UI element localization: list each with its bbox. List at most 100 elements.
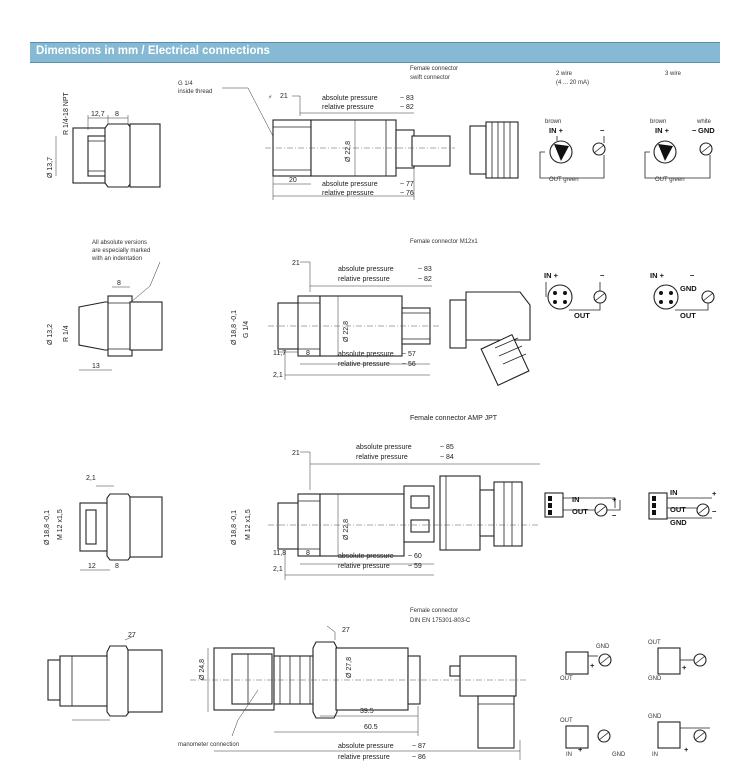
note-line-2: are especially marked: [92, 248, 150, 254]
diameter-13-2: Ø 13,2: [47, 324, 54, 345]
rel-label-top: relative pressure: [338, 276, 390, 283]
row2-side-view: All absolute versions are especially mar…: [47, 240, 163, 371]
rel-bottom-value: ~ 56: [402, 361, 416, 368]
rel-value: ~ 86: [412, 754, 426, 761]
wire3-in: IN: [670, 488, 678, 497]
wire3-minus: −: [712, 507, 717, 516]
thread-r14: R 1/4: [63, 325, 70, 342]
wrench-27: 27: [342, 627, 350, 634]
wire2-out: OUT: [574, 311, 590, 320]
rel-top-value: ~ 84: [440, 454, 454, 461]
dim-60-5: 60.5: [364, 724, 378, 731]
wire3-plus: +: [712, 489, 717, 498]
dim-13: 13: [92, 363, 100, 370]
wrench-icon: ⚡: [268, 94, 272, 101]
row4-wiring: GND OUT + OUT GND + OUT IN GND + GND: [560, 640, 710, 758]
diameter-13-7: Ø 13,7: [47, 157, 54, 178]
wire3-brown: brown: [650, 119, 666, 125]
inside-thread-label: inside thread: [178, 89, 212, 95]
wrench-21: 21: [280, 93, 288, 100]
wire3-white: white: [696, 119, 712, 125]
din4-plus: +: [684, 745, 689, 754]
rel-label-bottom: relative pressure: [338, 563, 390, 570]
abs-label: absolute pressure: [338, 743, 394, 750]
wire3-minus: −: [692, 126, 697, 135]
abs-label-top: absolute pressure: [322, 95, 378, 102]
note-line-3: with an indentation: [91, 256, 142, 262]
thread-m12: M 12 x1,5: [57, 509, 64, 540]
rel-label-bottom: relative pressure: [338, 361, 390, 368]
abs-top-value: ~ 83: [418, 266, 432, 273]
din1-out: OUT: [560, 676, 573, 682]
wire2-in-plus: IN +: [549, 126, 564, 135]
abs-bottom-value: ~ 60: [408, 553, 422, 560]
din2-gnd: GND: [648, 676, 662, 682]
connector-label-amp: Female connector AMP JPT: [410, 415, 498, 422]
diameter-18-8-main: Ø 18,8 -0,1: [231, 510, 238, 545]
din3-plus: +: [578, 745, 583, 754]
section-header: Dimensions in mm / Electrical connection…: [30, 42, 720, 63]
din2-out: OUT: [648, 640, 661, 646]
rel-bottom-value: ~ 59: [408, 563, 422, 570]
diameter-22-8: Ø 22,8: [343, 519, 350, 540]
row3-wiring: IN OUT + − IN OUT GND + −: [544, 488, 717, 527]
din3-out: OUT: [560, 718, 573, 724]
wire2-minus: −: [600, 271, 605, 280]
rel-top-value: ~ 82: [418, 276, 432, 283]
rel-bottom-value: ~ 76: [400, 190, 414, 197]
din4-in: IN: [652, 752, 658, 758]
dim-8-b: 8: [306, 350, 310, 357]
wire2-out: OUT: [572, 507, 588, 516]
connector-label: Female connector M12x1: [410, 239, 478, 245]
diameter-22-8: Ø 22,8: [343, 321, 350, 342]
dim-8-b: 8: [306, 550, 310, 557]
row1-wiring: 2 wire (4 ... 20 mA) 3 wire brown IN + −…: [539, 71, 715, 183]
dim-8: 8: [117, 280, 121, 287]
wire3-out-green: OUT green: [655, 177, 685, 183]
abs-label-bottom: absolute pressure: [322, 181, 378, 188]
abs-label-bottom: absolute pressure: [338, 553, 394, 560]
dim-2-1: 2,1: [273, 372, 283, 379]
dim-11-7: 11,7: [273, 350, 286, 357]
side-wrench-27: 27: [128, 632, 136, 639]
connector-label-2: DIN EN 175301-803-C: [410, 618, 471, 624]
din4-gnd: GND: [648, 714, 662, 720]
section-title: Dimensions in mm / Electrical connection…: [36, 45, 270, 57]
g14-label: G 1/4: [178, 81, 193, 87]
wire3-out: OUT: [670, 505, 686, 514]
rel-top-value: ~ 82: [400, 104, 414, 111]
row1-side-view: 12,7 8 R 1/4-18 NPT Ø 13,7: [47, 91, 161, 188]
diameter-22-8: Ø 22,8: [345, 141, 352, 162]
dim-20: 20: [289, 177, 297, 184]
wire3-gnd: GND: [698, 126, 715, 135]
diameter-24-8: Ø 24,8: [199, 659, 206, 680]
rel-label-top: relative pressure: [322, 104, 374, 111]
wire2-in: IN: [572, 495, 580, 504]
manometer-connection-label: manometer connection: [178, 742, 239, 748]
din3-in: IN: [566, 752, 572, 758]
dim-8: 8: [115, 563, 119, 570]
abs-bottom-value: ~ 57: [402, 351, 416, 358]
rel-label: relative pressure: [338, 754, 390, 761]
dim-8: 8: [115, 111, 119, 118]
wrench-21: 21: [292, 260, 300, 267]
abs-top-value: ~ 85: [440, 444, 454, 451]
dim-2-1-b: 2,1: [273, 566, 283, 573]
wire2-minus: −: [600, 126, 605, 135]
thread-npt: R 1/4-18 NPT: [63, 91, 70, 135]
wire2-minus: −: [612, 511, 617, 520]
abs-bottom-value: ~ 77: [400, 181, 414, 188]
abs-top-value: ~ 83: [400, 95, 414, 102]
wire2-subtitle: (4 ... 20 mA): [556, 80, 589, 86]
abs-label-top: absolute pressure: [356, 444, 412, 451]
dim-12: 12: [88, 563, 96, 570]
wire2-brown: brown: [545, 119, 561, 125]
diameter-27-8: Ø 27,8: [346, 657, 353, 678]
din3-gnd: GND: [612, 752, 626, 758]
wire3-in-plus: IN +: [655, 126, 670, 135]
din2-plus: +: [682, 663, 687, 672]
wire3-title: 3 wire: [665, 71, 682, 77]
rel-label-top: relative pressure: [356, 454, 408, 461]
